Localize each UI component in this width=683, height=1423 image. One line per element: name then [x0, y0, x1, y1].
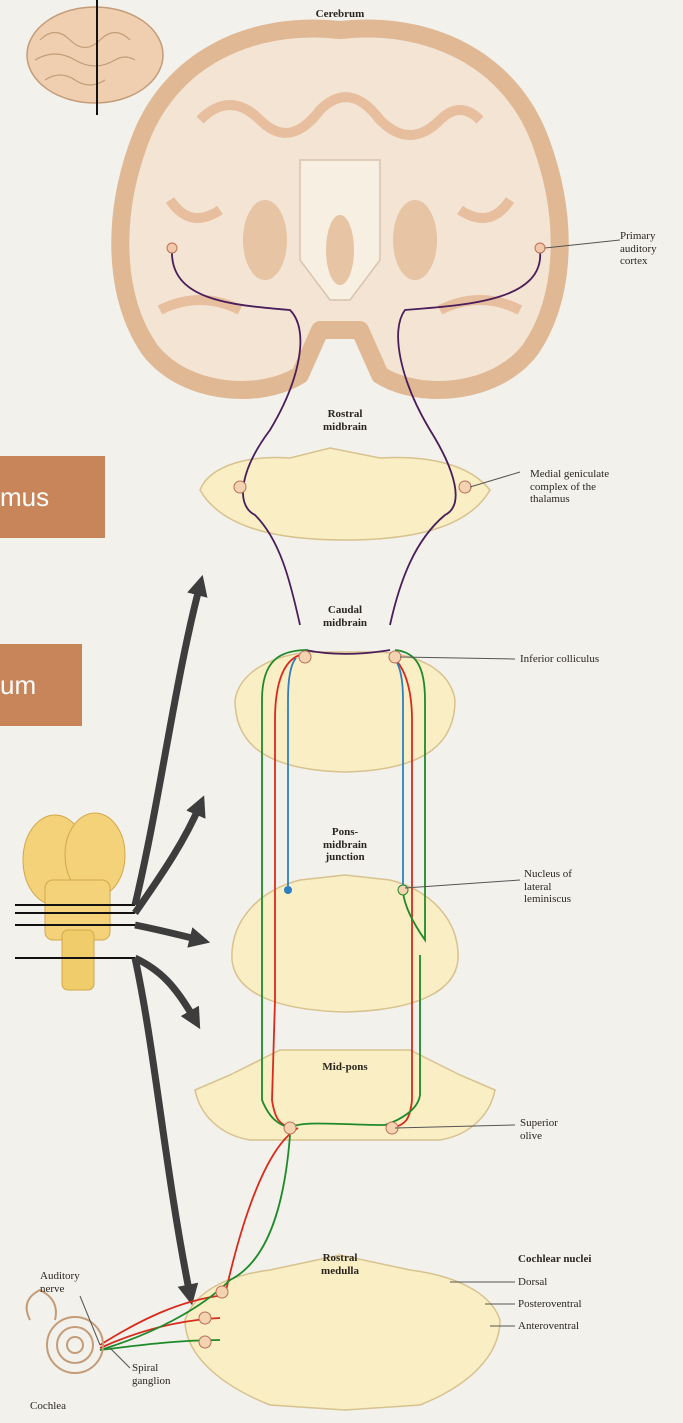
label-inferior-colliculus: Inferior colliculus: [520, 653, 670, 666]
label-cochlear-nuclei: Cochlear nuclei: [518, 1253, 658, 1266]
label-superior-olive: Superior olive: [520, 1117, 620, 1142]
level-arrows: [135, 585, 200, 1295]
label-primary-auditory-cortex: Primary auditory cortex: [620, 230, 682, 268]
brain-thumbnail: [27, 0, 163, 115]
label-mid-pons: Mid-pons: [295, 1061, 395, 1074]
label-rostral-medulla: Rostral medulla: [300, 1252, 380, 1277]
label-spiral-ganglion: Spiral ganglion: [132, 1362, 212, 1387]
label-rostral-midbrain: Rostral midbrain: [305, 408, 385, 433]
label-medial-geniculate: Medial geniculate complex of the thalamu…: [530, 468, 680, 506]
label-caudal-midbrain: Caudal midbrain: [305, 604, 385, 629]
label-nucleus-lateral-lemniscus: Nucleus of lateral leminiscus: [524, 868, 644, 906]
label-dorsal: Dorsal: [518, 1276, 618, 1289]
label-posteroventral: Posteroventral: [518, 1298, 638, 1311]
cerebrum-section: [120, 28, 559, 389]
midbrain-callout-text: um: [0, 670, 36, 701]
midbrain-callout-box: um: [0, 644, 82, 726]
label-auditory-nerve: Auditory nerve: [40, 1270, 120, 1295]
thalamus-callout-text: mus: [0, 482, 49, 513]
label-anteroventral: Anteroventral: [518, 1320, 638, 1333]
cochlea-drawing: [27, 1290, 103, 1373]
brainstem-inset: [15, 813, 135, 990]
label-cerebrum: Cerebrum: [300, 8, 380, 21]
label-cochlea: Cochlea: [30, 1400, 110, 1413]
thalamus-callout-box: mus: [0, 456, 105, 538]
label-pons-midbrain: Pons- midbrain junction: [305, 826, 385, 864]
